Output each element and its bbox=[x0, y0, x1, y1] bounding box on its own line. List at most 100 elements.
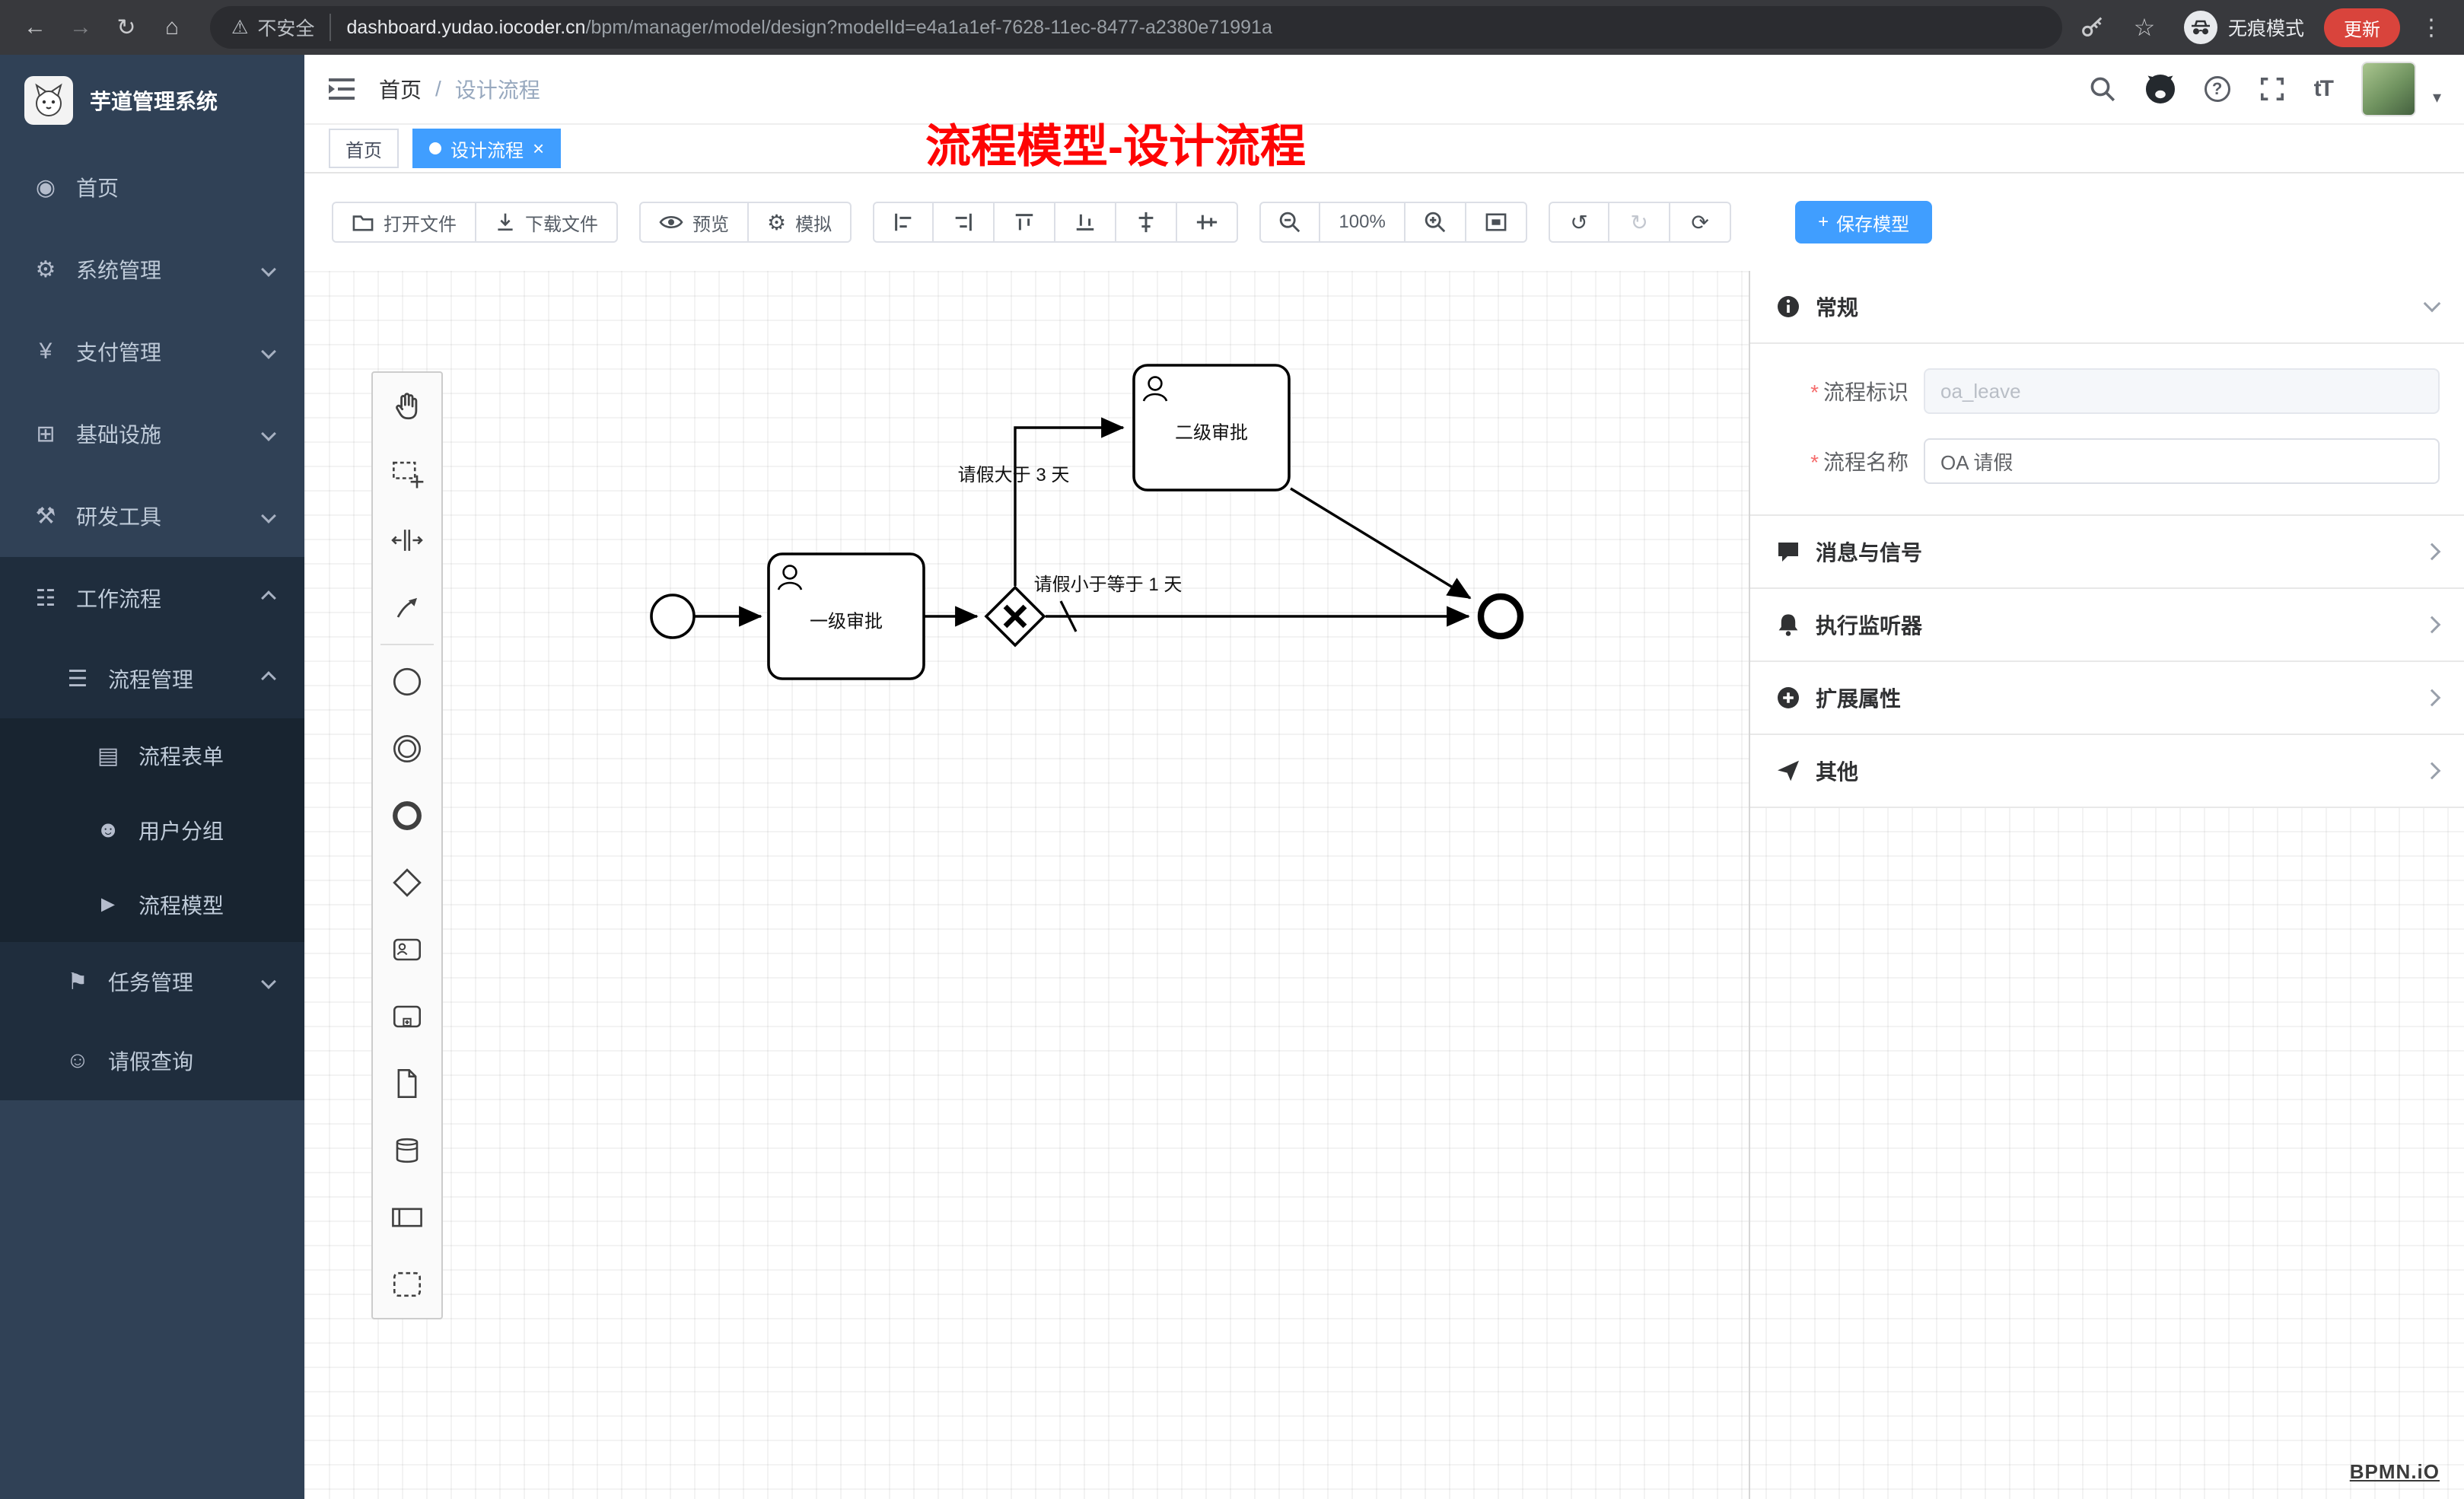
browser-menu-icon[interactable]: ⋮ bbox=[2420, 14, 2443, 41]
chevron-down-icon bbox=[2424, 295, 2441, 313]
avatar[interactable] bbox=[2361, 62, 2416, 116]
preview-button[interactable]: 预览 bbox=[639, 202, 749, 243]
create-end-event[interactable] bbox=[373, 782, 441, 849]
align-right-button[interactable] bbox=[934, 202, 995, 243]
zoom-level[interactable]: 100% bbox=[1320, 202, 1405, 243]
create-gateway[interactable] bbox=[373, 849, 441, 916]
browser-back-icon[interactable]: ← bbox=[15, 8, 55, 47]
zoom-out-button[interactable] bbox=[1259, 202, 1320, 243]
tag-design-process[interactable]: 设计流程 × bbox=[412, 129, 561, 168]
active-dot-icon bbox=[429, 142, 441, 154]
section-execution-listener[interactable]: 执行监听器 bbox=[1750, 589, 2464, 662]
global-connect-tool[interactable] bbox=[373, 574, 441, 641]
simulate-button[interactable]: ⚙ 模拟 bbox=[749, 202, 852, 243]
lasso-tool[interactable] bbox=[373, 440, 441, 507]
caret-down-icon[interactable]: ▾ bbox=[2433, 88, 2441, 107]
chevron-down-icon bbox=[261, 426, 276, 441]
search-icon[interactable] bbox=[2089, 75, 2116, 103]
help-icon[interactable]: ? bbox=[2205, 76, 2230, 102]
create-intermediate-event[interactable] bbox=[373, 715, 441, 782]
align-bottom-button[interactable] bbox=[1055, 202, 1116, 243]
create-user-task[interactable] bbox=[373, 916, 441, 983]
end-event[interactable] bbox=[1481, 597, 1520, 636]
process-name-input[interactable] bbox=[1924, 438, 2440, 484]
align-top-button[interactable] bbox=[995, 202, 1055, 243]
chevron-down-icon bbox=[261, 974, 276, 989]
sidebar-item-user-group[interactable]: ☻ 用户分组 bbox=[0, 793, 304, 867]
breadcrumb-home[interactable]: 首页 bbox=[379, 74, 422, 104]
password-key-icon[interactable] bbox=[2080, 17, 2105, 38]
section-extended-attributes[interactable]: 扩展属性 bbox=[1750, 662, 2464, 735]
tools-icon: ⚒ bbox=[32, 503, 59, 530]
undo-button[interactable]: ↺ bbox=[1549, 202, 1609, 243]
browser-forward-icon[interactable]: → bbox=[61, 8, 100, 47]
start-event[interactable] bbox=[651, 595, 694, 638]
address-bar[interactable]: ⚠ 不安全 dashboard.yudao.iocoder.cn/bpm/man… bbox=[210, 6, 2062, 49]
flag-icon: ⚑ bbox=[64, 969, 91, 995]
redo-button[interactable]: ↻ bbox=[1609, 202, 1670, 243]
incognito-icon bbox=[2184, 11, 2217, 44]
create-participant[interactable] bbox=[373, 1184, 441, 1251]
save-model-button[interactable]: + 保存模型 bbox=[1795, 201, 1932, 243]
tag-home[interactable]: 首页 bbox=[329, 129, 399, 168]
sidebar-item-infrastructure[interactable]: ⊞ 基础设施 bbox=[0, 393, 304, 475]
sidebar-item-process-form[interactable]: ▤ 流程表单 bbox=[0, 718, 304, 793]
incognito-chip: 无痕模式 bbox=[2184, 11, 2304, 44]
sidebar-item-workflow[interactable]: ☷ 工作流程 bbox=[0, 557, 304, 639]
chevron-down-icon bbox=[261, 262, 276, 277]
url-text: dashboard.yudao.iocoder.cn/bpm/manager/m… bbox=[346, 17, 1272, 39]
font-size-icon[interactable]: tT bbox=[2314, 76, 2332, 102]
zoom-in-button[interactable] bbox=[1405, 202, 1466, 243]
align-right-icon bbox=[952, 211, 975, 234]
zoom-in-icon bbox=[1423, 210, 1447, 234]
sequence-flow-gateway-to-task2[interactable] bbox=[1015, 428, 1123, 586]
bookmark-star-icon[interactable]: ☆ bbox=[2125, 8, 2164, 47]
sidebar-item-payment-management[interactable]: ¥ 支付管理 bbox=[0, 310, 304, 393]
download-file-button[interactable]: 下载文件 bbox=[476, 202, 618, 243]
align-left-button[interactable] bbox=[873, 202, 934, 243]
chevron-right-icon bbox=[2424, 689, 2441, 707]
browser-home-icon[interactable]: ⌂ bbox=[152, 8, 192, 47]
create-group[interactable] bbox=[373, 1251, 441, 1318]
close-icon[interactable]: × bbox=[533, 138, 544, 158]
bpmn-io-watermark[interactable]: BPMN.iO bbox=[2350, 1460, 2440, 1484]
fullscreen-icon[interactable] bbox=[2259, 76, 2285, 102]
breadcrumb: 首页 / 设计流程 bbox=[379, 74, 540, 104]
sidebar-item-process-management[interactable]: ☰ 流程管理 bbox=[0, 639, 304, 718]
bpmn-canvas[interactable]: 一级审批 二级审批 请假大于 3 天 请假小于等于 1 天 bbox=[304, 271, 2464, 1499]
sidebar-item-task-management[interactable]: ⚑ 任务管理 bbox=[0, 942, 304, 1021]
align-left-icon bbox=[892, 211, 915, 234]
browser-reload-icon[interactable]: ↻ bbox=[107, 8, 146, 47]
gear-icon: ⚙ bbox=[32, 256, 59, 283]
browser-actions: ☆ 无痕模式 更新 ⋮ bbox=[2080, 8, 2449, 47]
hand-tool[interactable] bbox=[373, 373, 441, 440]
align-center-vertical-button[interactable] bbox=[1177, 202, 1238, 243]
create-subprocess[interactable] bbox=[373, 983, 441, 1050]
create-data-store[interactable] bbox=[373, 1117, 441, 1184]
restart-button[interactable]: ⟳ bbox=[1670, 202, 1731, 243]
sidebar-item-dev-tools[interactable]: ⚒ 研发工具 bbox=[0, 475, 304, 557]
open-file-button[interactable]: 打开文件 bbox=[332, 202, 476, 243]
zoom-reset-button[interactable] bbox=[1466, 202, 1527, 243]
security-chip[interactable]: ⚠ 不安全 bbox=[231, 14, 331, 41]
sidebar-item-leave-query[interactable]: ☺ 请假查询 bbox=[0, 1021, 304, 1100]
align-center-horizontal-button[interactable] bbox=[1116, 202, 1177, 243]
task2-label: 二级审批 bbox=[1175, 422, 1248, 443]
hamburger-icon[interactable] bbox=[327, 78, 356, 100]
update-button[interactable]: 更新 bbox=[2324, 8, 2400, 47]
palette bbox=[371, 371, 443, 1319]
github-icon[interactable] bbox=[2145, 74, 2176, 104]
sidebar-item-system-management[interactable]: ⚙ 系统管理 bbox=[0, 228, 304, 310]
sequence-flow-task2-to-end[interactable] bbox=[1291, 489, 1470, 598]
section-message-signal[interactable]: 消息与信号 bbox=[1750, 516, 2464, 589]
gear-icon: ⚙ bbox=[767, 210, 786, 235]
section-other[interactable]: 其他 bbox=[1750, 735, 2464, 808]
workflow-icon: ☷ bbox=[32, 585, 59, 612]
sidebar-item-process-model[interactable]: ► 流程模型 bbox=[0, 867, 304, 942]
warning-icon: ⚠ bbox=[231, 16, 248, 39]
create-start-event[interactable] bbox=[373, 648, 441, 715]
create-data-object[interactable] bbox=[373, 1050, 441, 1117]
section-general[interactable]: 常规 bbox=[1750, 271, 2464, 344]
space-tool[interactable] bbox=[373, 507, 441, 574]
sidebar-item-home[interactable]: ◉ 首页 bbox=[0, 146, 304, 228]
